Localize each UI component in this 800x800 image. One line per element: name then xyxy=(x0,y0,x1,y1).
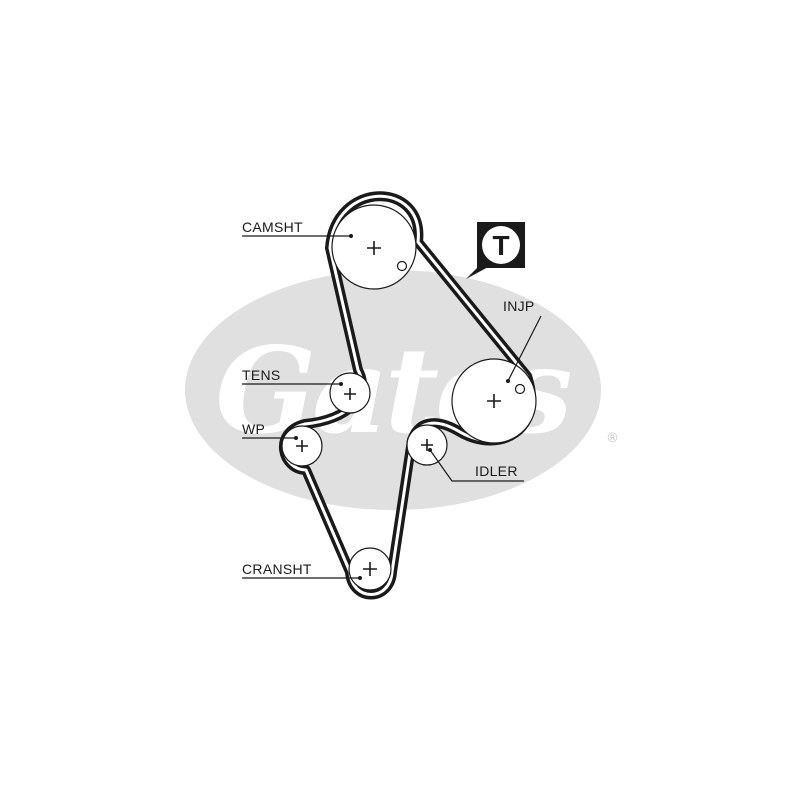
tensioner-center-icon xyxy=(344,388,356,400)
leader-lines xyxy=(242,234,542,580)
timing-belt xyxy=(279,191,537,600)
tension-marker-pointer xyxy=(466,266,490,279)
injection-pump-timing-mark-icon xyxy=(514,383,526,395)
camshaft-label: CAMSHT xyxy=(242,219,303,235)
camshaft-center-icon xyxy=(367,241,381,255)
tension-marker-circle xyxy=(482,226,520,264)
camshaft-pulley xyxy=(331,204,417,290)
tensioner-label: TENS xyxy=(242,367,281,383)
registered-mark: ® xyxy=(606,431,619,446)
idler-pulley xyxy=(406,424,448,466)
crankshaft-pulley xyxy=(348,547,392,591)
injection-pump-center-icon xyxy=(487,394,501,408)
idler-center-icon xyxy=(421,439,433,451)
tensioner-pulley xyxy=(329,372,371,414)
camshaft-timing-mark-icon xyxy=(396,260,408,272)
timing-belt-inner xyxy=(282,194,533,596)
water-pump-center-icon xyxy=(296,440,308,452)
water-pump-label: WP xyxy=(242,421,265,437)
injection-pump-pulley xyxy=(451,358,537,444)
tension-marker: T xyxy=(466,222,525,279)
crankshaft-label: CRANSHT xyxy=(242,561,312,577)
idler-label: IDLER xyxy=(475,463,518,479)
crankshaft-center-icon xyxy=(363,562,377,576)
water-pump-pulley xyxy=(281,425,323,467)
tension-marker-letter: T xyxy=(492,230,509,261)
injection-pump-label: INJP xyxy=(503,298,535,314)
idler-leader xyxy=(429,449,524,482)
injection-pump-leader xyxy=(507,315,542,382)
